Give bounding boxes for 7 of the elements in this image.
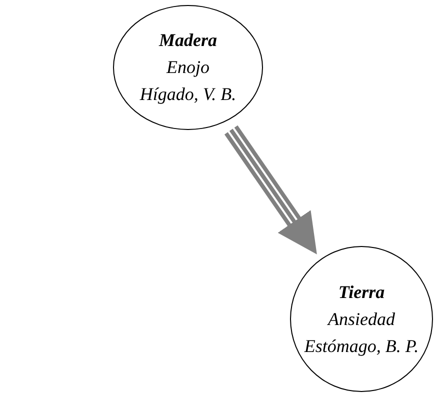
node-title: Madera: [159, 29, 217, 52]
node-title: Tierra: [338, 280, 385, 304]
node-text: Estómago, B. P.: [304, 334, 419, 358]
node-text: Ansiedad: [328, 308, 395, 330]
triple-line-arrow: [224, 124, 317, 254]
node-text: Hígado, V. B.: [140, 83, 236, 106]
node-text: Enojo: [166, 56, 210, 79]
